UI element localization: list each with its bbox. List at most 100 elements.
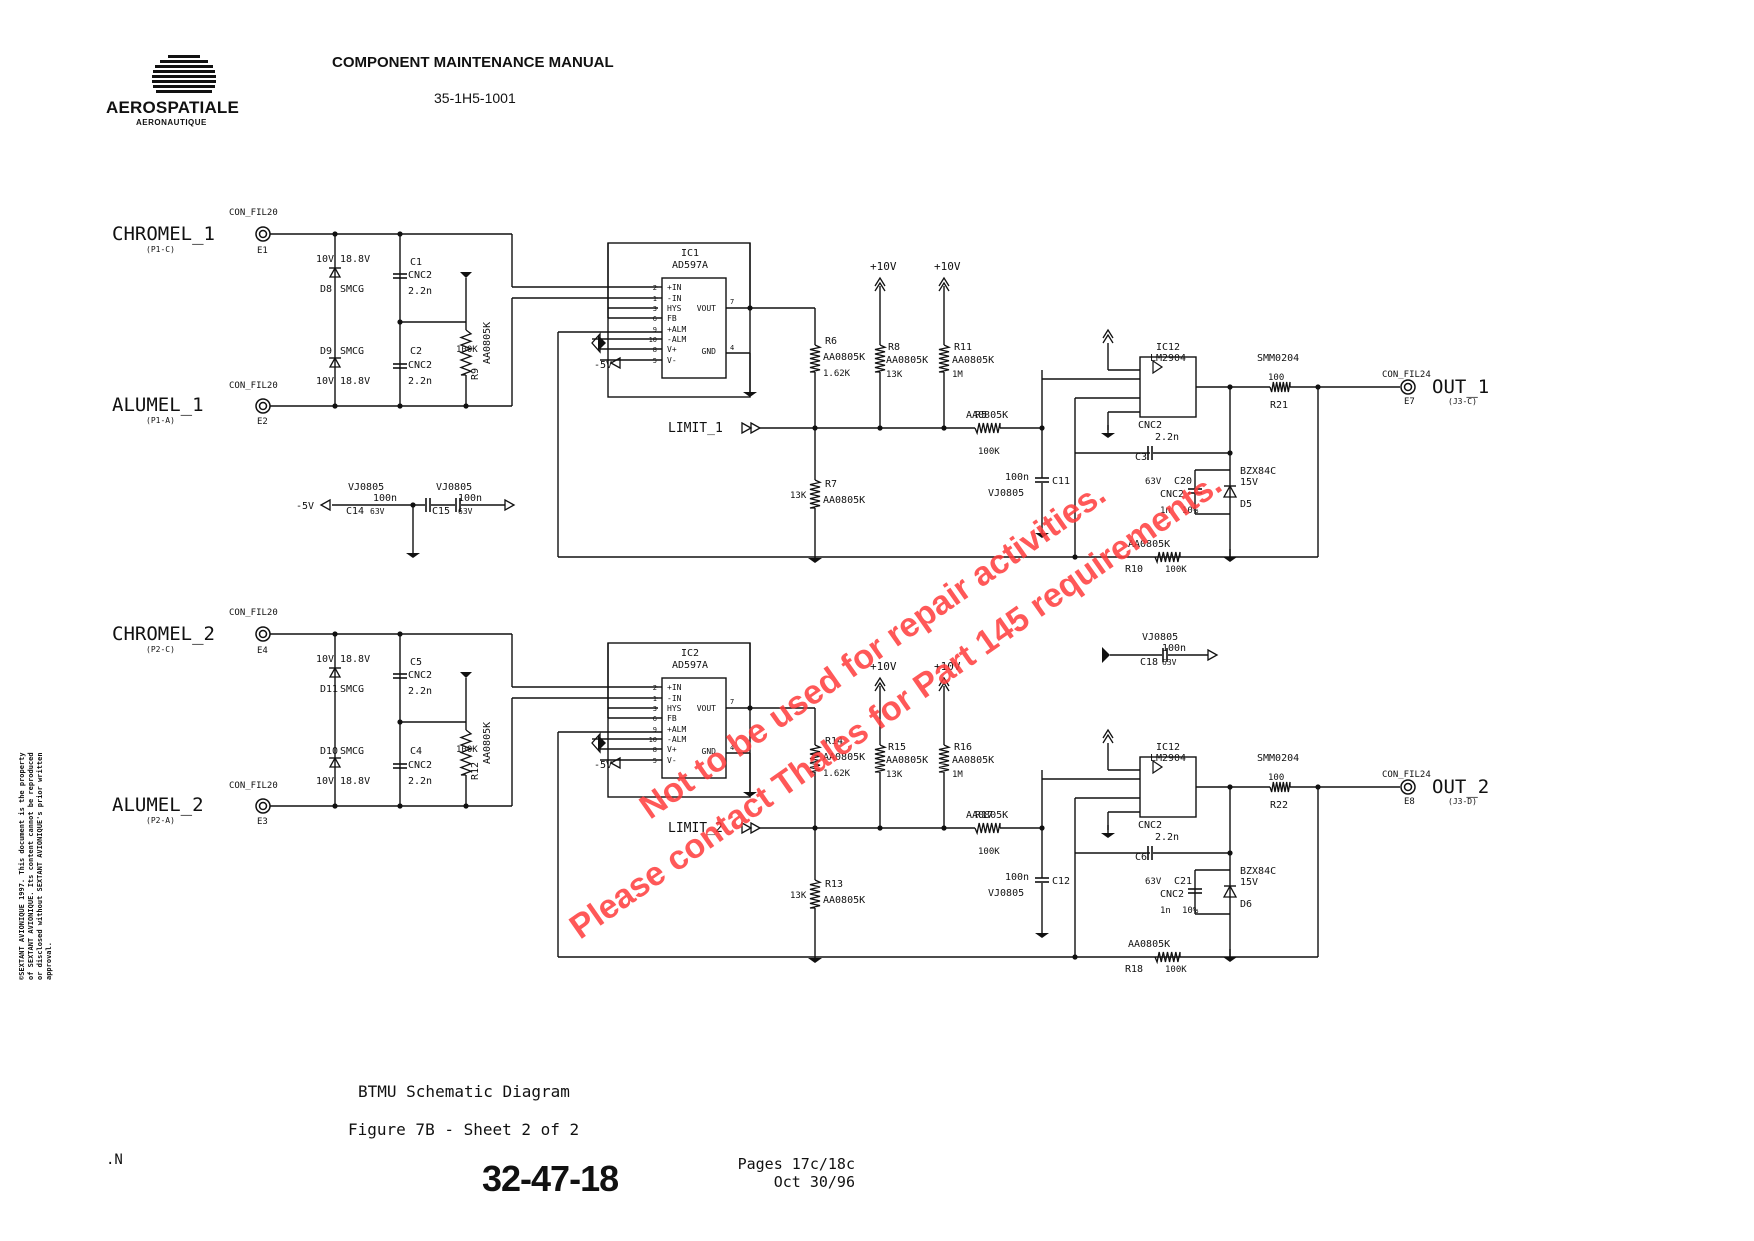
terminal-symbol <box>255 798 271 814</box>
component-label: C1 <box>410 257 422 268</box>
supply-symbol <box>938 276 950 287</box>
component-label: D5 <box>1240 499 1252 510</box>
component-label: 18.8V <box>340 376 370 387</box>
resistor-symbol <box>1269 381 1291 393</box>
component-label: 100K <box>978 447 1000 457</box>
ic-label: IC12 <box>1156 742 1180 753</box>
component-label: AA0805K <box>482 322 493 364</box>
terminal-label: E3 <box>257 817 268 827</box>
resistor-symbol <box>1154 951 1181 965</box>
component-label: R15 <box>888 742 906 753</box>
limit-label: LIMIT_2 <box>668 821 723 836</box>
terminal-label: E1 <box>257 246 268 256</box>
logo-subtitle: AERONAUTIQUE <box>136 118 207 127</box>
component-label: 100n <box>373 493 397 504</box>
figure-label: Figure 7B - Sheet 2 of 2 <box>348 1120 580 1139</box>
terminal-label: E4 <box>257 646 268 656</box>
pin-number: 2 <box>653 284 657 292</box>
component-label: BZX84C <box>1240 866 1276 877</box>
component-label: 63V <box>1145 477 1162 487</box>
ic-pin-label: FB <box>667 714 677 723</box>
component-label: 10V <box>316 776 334 787</box>
component-label: AA0805K <box>823 895 865 906</box>
component-label: 1.62K <box>823 369 851 379</box>
component-label: 2.2n <box>408 686 432 697</box>
component-label: VJ0805 <box>436 482 472 493</box>
component-label: CNC2 <box>1160 889 1184 900</box>
port-symbol <box>750 421 762 435</box>
ground-symbol <box>1223 957 1237 962</box>
component-label: 2.2n <box>408 376 432 387</box>
component-label: C18 <box>1140 657 1158 668</box>
component-label: SMM0204 <box>1257 753 1299 764</box>
component-label: VJ0805 <box>348 482 384 493</box>
pin-label: (J3-D) <box>1448 797 1477 806</box>
manual-number: 35-1H5-1001 <box>434 90 516 106</box>
resistor-symbol <box>1154 551 1181 565</box>
junction-dot <box>747 705 753 711</box>
ic-pin-label: FB <box>667 314 677 323</box>
terminal-symbol <box>258 401 268 411</box>
component-label: AA0805K <box>952 755 994 766</box>
component-label: AA0805K <box>952 355 994 366</box>
ic-pin-label: V+ <box>667 345 677 354</box>
component-label: AA0805K <box>886 355 928 366</box>
resistor-symbol <box>974 822 1001 836</box>
component-label: SMM0204 <box>1257 353 1299 364</box>
component-label: 100n <box>1162 643 1186 654</box>
pin-number: 5 <box>653 757 657 765</box>
port-symbol <box>741 421 753 435</box>
component-label: R17 <box>975 810 993 821</box>
diode-symbol <box>328 666 342 678</box>
component-label: 100K <box>1165 565 1187 575</box>
ic-label: IC1 <box>681 248 699 259</box>
ic-label: IC12 <box>1156 342 1180 353</box>
junction-dot <box>1227 450 1233 456</box>
port-symbol <box>319 498 331 512</box>
component-label: 2.2n <box>1155 432 1179 443</box>
component-label: CNC2 <box>1138 820 1162 831</box>
component-label: 63V <box>370 507 385 516</box>
ground-symbol <box>808 958 822 963</box>
port-symbol <box>741 821 753 835</box>
junction-dot <box>332 631 338 637</box>
component-label: R5 <box>975 410 987 421</box>
resistor-symbol <box>1269 781 1291 793</box>
supply-label: +10V <box>870 660 897 673</box>
resistor-symbol <box>459 329 473 376</box>
component-label: AA0805K <box>823 495 865 506</box>
ic-body <box>661 277 727 379</box>
supply-symbol <box>874 681 886 692</box>
ground-symbol <box>1035 933 1049 938</box>
component-label: C15 <box>432 506 450 517</box>
ic-pin-label: V+ <box>667 745 677 754</box>
pin-number: 6 <box>653 715 657 723</box>
junction-dot <box>397 631 403 637</box>
diode-symbol <box>328 356 342 368</box>
component-label: AA0805K <box>823 352 865 363</box>
ic-pin-label: V- <box>667 756 677 765</box>
component-label: C6 <box>1135 852 1147 863</box>
component-label: 63V <box>458 507 473 516</box>
component-label: 15V <box>1240 477 1258 488</box>
ic-label: AD597A <box>672 260 708 271</box>
ground-symbol <box>1101 833 1115 838</box>
page-numbers: Pages 17c/18c <box>737 1155 855 1173</box>
ic-pin-label: +ALM <box>667 325 686 334</box>
terminal-symbol <box>255 626 271 642</box>
component-label: 10V <box>316 654 334 665</box>
pin-number: 7 <box>730 298 734 306</box>
component-label: CNC2 <box>408 270 432 281</box>
resistor-symbol <box>809 344 823 373</box>
component-label: AA0805K <box>886 755 928 766</box>
component-label: 18.8V <box>340 254 370 265</box>
output-label: OUT_2 <box>1432 776 1489 798</box>
ic-pin-label: HYS <box>667 704 682 713</box>
supply-symbol <box>938 281 950 292</box>
zener-symbol <box>1222 884 1238 898</box>
ic-body <box>661 677 727 779</box>
component-label: CNC2 <box>408 760 432 771</box>
supply-label: +10V <box>870 260 897 273</box>
